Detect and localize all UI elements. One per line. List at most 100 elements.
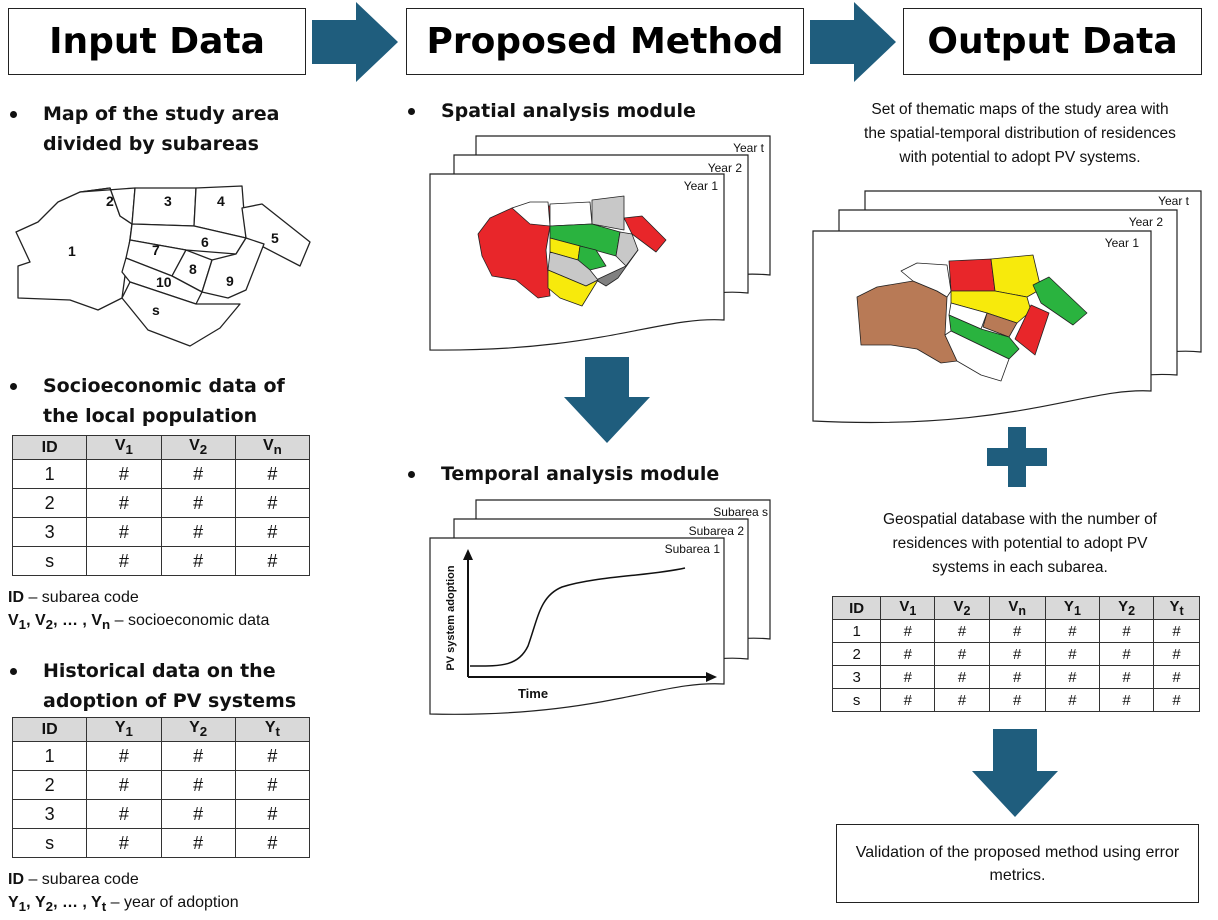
header-y2: Y2 <box>160 717 236 742</box>
map-region-yellow <box>547 269 599 307</box>
sheet-label-year-2: Year 2 <box>1129 215 1164 229</box>
socio-v-note: V1, V2, … , Vn – socioeconomic data <box>8 612 270 633</box>
header-v1: V1 <box>880 596 936 620</box>
bullet-dot-icon <box>408 108 415 115</box>
spatial-sheets: Year t Year 2 Year 1 <box>429 135 771 351</box>
thematic-maps-text: Set of thematic maps of the study area w… <box>864 101 1176 166</box>
header-vn: Vn <box>234 435 311 460</box>
arrow-down-icon <box>564 357 650 443</box>
proposed-method-title: Proposed Method <box>426 21 784 62</box>
sheet-label-subarea-s: Subarea s <box>713 505 768 519</box>
adoption-axes <box>467 556 710 678</box>
map-label-4: 4 <box>217 193 225 209</box>
historical-table: ID Y1 Y2 Yt 1### 2### 3### s### <box>11 717 311 858</box>
header-id: ID <box>11 717 88 742</box>
table-header-row: ID V1 V2 Vn Y1 Y2 Yt <box>831 596 1200 620</box>
bullet-text: Temporal analysis module <box>441 463 720 485</box>
plus-icon <box>987 427 1047 487</box>
output-data-title: Output Data <box>927 21 1178 62</box>
study-area-map: 1 2 3 4 5 6 7 8 9 10 s <box>15 185 311 347</box>
map-region-white <box>944 330 1010 382</box>
proposed-method-header: Proposed Method <box>406 8 804 75</box>
map-label-8: 8 <box>189 261 197 277</box>
table-row: 2### <box>11 488 311 518</box>
table-row: 2### <box>11 770 311 800</box>
arrow-right-icon <box>810 2 896 82</box>
subarea-2 <box>79 187 136 225</box>
arrow-down-icon <box>972 729 1058 817</box>
header-id: ID <box>11 435 88 460</box>
map-region-white <box>511 201 551 227</box>
map-region-yellow <box>990 254 1042 298</box>
bullet-dot-icon <box>10 383 17 390</box>
x-axis-label: Time <box>518 686 548 701</box>
map-label-7: 7 <box>152 242 160 258</box>
output-data-header: Output Data <box>903 8 1202 75</box>
header-y1: Y1 <box>1044 596 1101 620</box>
sheet-label-year-2: Year 2 <box>708 161 743 175</box>
arrow-right-icon <box>312 2 398 82</box>
subarea-s <box>121 281 241 347</box>
map-label-3: 3 <box>164 193 172 209</box>
map-region-green <box>1032 276 1088 326</box>
map-region-lightgray <box>591 195 625 231</box>
subarea-5 <box>241 203 311 267</box>
y-axis-label: PV system adoption <box>445 565 457 670</box>
validation-box: Validation of the proposed method using … <box>836 824 1199 903</box>
sheet-label-year-t: Year t <box>733 141 765 155</box>
socio-id-note: ID – subarea code <box>8 589 139 606</box>
table-header-row: ID Y1 Y2 Yt <box>11 717 311 742</box>
table-row: 1### <box>11 459 311 489</box>
socioeconomic-table: ID V1 V2 Vn 1### 2### 3### s### <box>11 435 311 576</box>
map-label-1: 1 <box>68 243 76 259</box>
map-region-red <box>948 258 996 292</box>
table-row: 2###### <box>831 642 1200 666</box>
sheet-label-subarea-2: Subarea 2 <box>689 524 745 538</box>
sheet-subarea-1 <box>429 537 725 715</box>
sheet-label-year-1: Year 1 <box>1105 236 1140 250</box>
map-region-red <box>623 215 667 253</box>
bullet-dot-icon <box>10 668 17 675</box>
input-data-header: Input Data <box>8 8 306 75</box>
arrow-right-icon <box>706 672 717 682</box>
input-data-title: Input Data <box>49 21 265 62</box>
adoption-curve <box>469 567 686 667</box>
map-label-5: 5 <box>271 230 279 246</box>
header-v1: V1 <box>86 435 162 460</box>
map-region-red <box>1014 304 1050 356</box>
header-v2: V2 <box>934 596 990 620</box>
header-y1: Y1 <box>86 717 162 742</box>
table-row: s### <box>11 546 311 576</box>
sheet-label-subarea-1: Subarea 1 <box>665 542 721 556</box>
table-row: 1### <box>11 741 311 771</box>
map-region-green <box>577 245 607 271</box>
geospatial-database-table: ID V1 V2 Vn Y1 Y2 Yt 1###### 2###### 3##… <box>831 596 1200 712</box>
table-row: 1###### <box>831 619 1200 643</box>
table-row: s###### <box>831 688 1200 712</box>
thematic-map-sheets: Year t Year 2 Year 1 <box>812 190 1202 424</box>
map-region-white <box>549 201 593 227</box>
arrow-up-icon <box>463 549 473 560</box>
sheet-label-year-1: Year 1 <box>684 179 719 193</box>
subarea-9 <box>201 237 265 299</box>
map-region-darkgray <box>595 249 639 287</box>
hist-id-note: ID – subarea code <box>8 871 139 888</box>
bullet-dot-icon <box>408 471 415 478</box>
map-label-10: 10 <box>156 274 172 290</box>
bullet-text: Spatial analysis module <box>441 100 696 122</box>
validation-text: Validation of the proposed method using … <box>855 843 1180 884</box>
map-label-2: 2 <box>106 193 114 209</box>
header-yt: Yt <box>234 717 311 742</box>
sheet-label-year-t: Year t <box>1158 194 1190 208</box>
header-id: ID <box>831 596 882 620</box>
map-label-9: 9 <box>226 273 234 289</box>
temporal-sheets: Subarea s Subarea 2 Subarea 1 PV system … <box>429 499 771 715</box>
table-row: 3### <box>11 517 311 547</box>
map-region-white <box>900 262 952 298</box>
map-label-6: 6 <box>201 234 209 250</box>
bullet-dot-icon <box>10 111 17 118</box>
table-row: s### <box>11 828 311 858</box>
table-header-row: ID V1 V2 Vn <box>11 435 311 460</box>
